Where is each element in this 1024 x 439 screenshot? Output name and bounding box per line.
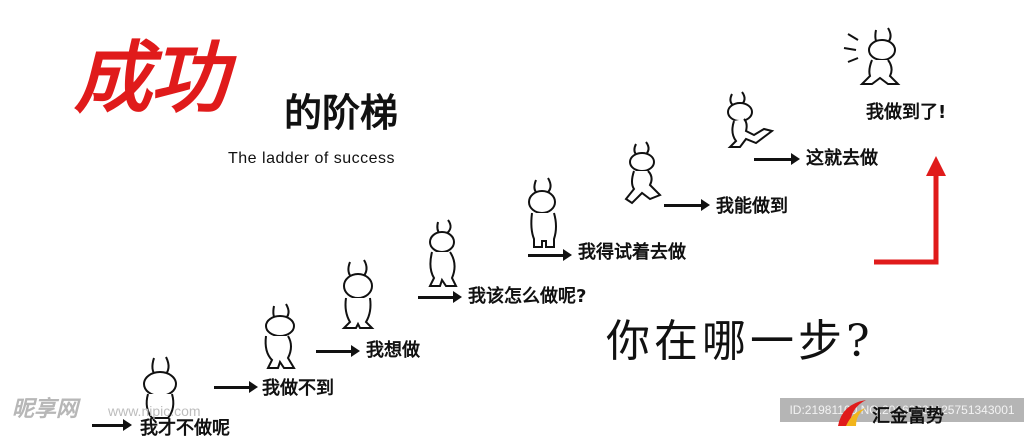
- step-label: 我想做: [366, 340, 420, 361]
- red-up-arrow-icon: [874, 156, 946, 265]
- step-arrow: [316, 345, 360, 357]
- step-arrow: [528, 249, 572, 261]
- step-label: 我能做到: [716, 196, 788, 217]
- watermark-logo: 昵享网: [12, 396, 79, 422]
- step-label: 这就去做: [806, 148, 878, 169]
- title-main: 成功: [74, 33, 228, 124]
- watermark-url: www.nipic.com: [108, 403, 201, 419]
- bunny-icon: [624, 141, 662, 205]
- step-arrow: [92, 419, 132, 431]
- step-arrow: [418, 291, 462, 303]
- step-label: 我做不到: [262, 378, 334, 399]
- step-arrow: [754, 153, 800, 165]
- step-arrow: [664, 199, 710, 211]
- title-english: The ladder of success: [228, 150, 396, 167]
- step-label: 我得试着去做: [578, 242, 686, 263]
- title-sub: 的阶梯: [284, 91, 399, 135]
- step-label: 我该怎么做呢?: [468, 286, 587, 307]
- step-label: 我做到了!: [866, 102, 947, 123]
- bunny-icon: [143, 356, 177, 419]
- brand-name: 汇金富势: [872, 406, 944, 427]
- bunny-icon: [528, 177, 557, 248]
- bunny-icon: [264, 303, 296, 369]
- step-label: 我才不做呢: [140, 418, 230, 439]
- bunny-icon: [428, 219, 458, 287]
- question-text: 你在哪一步?: [606, 316, 874, 367]
- bunny-icon: [843, 27, 901, 85]
- bunny-icon: [341, 259, 375, 329]
- step-arrow: [214, 381, 258, 393]
- bunny-icon: [727, 91, 775, 148]
- brand-swoosh-icon: [838, 400, 866, 426]
